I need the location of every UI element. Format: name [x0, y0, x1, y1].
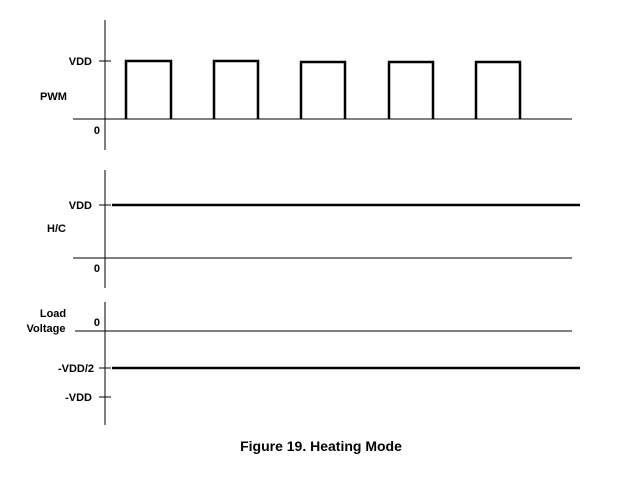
- pwm-zero-label: 0: [94, 125, 100, 137]
- load-voltage-panel: Load Voltage 0 -VDD/2 -VDD: [27, 302, 580, 425]
- figure-caption: Figure 19. Heating Mode: [240, 438, 402, 454]
- load-zero-label: 0: [94, 317, 100, 329]
- pwm-pulse: [474, 60, 522, 119]
- hc-vdd-label: VDD: [69, 200, 92, 212]
- hc-zero-label: 0: [94, 263, 100, 275]
- pwm-pulse: [299, 60, 347, 119]
- load-neg-vdd-label: -VDD: [65, 392, 92, 404]
- load-signal-label-line1: Load: [40, 308, 66, 320]
- pwm-pulse: [124, 59, 173, 119]
- hc-panel: VDD H/C 0: [47, 170, 580, 288]
- pwm-pulse: [212, 59, 260, 119]
- pwm-vdd-label: VDD: [69, 56, 92, 68]
- load-signal-label-line2: Voltage: [27, 323, 66, 335]
- hc-signal-label: H/C: [47, 223, 66, 235]
- pwm-panel: VDD PWM 0: [40, 20, 572, 150]
- load-half-vdd-label: -VDD/2: [58, 363, 94, 375]
- pwm-pulse: [387, 60, 435, 119]
- pwm-signal-label: PWM: [40, 91, 67, 103]
